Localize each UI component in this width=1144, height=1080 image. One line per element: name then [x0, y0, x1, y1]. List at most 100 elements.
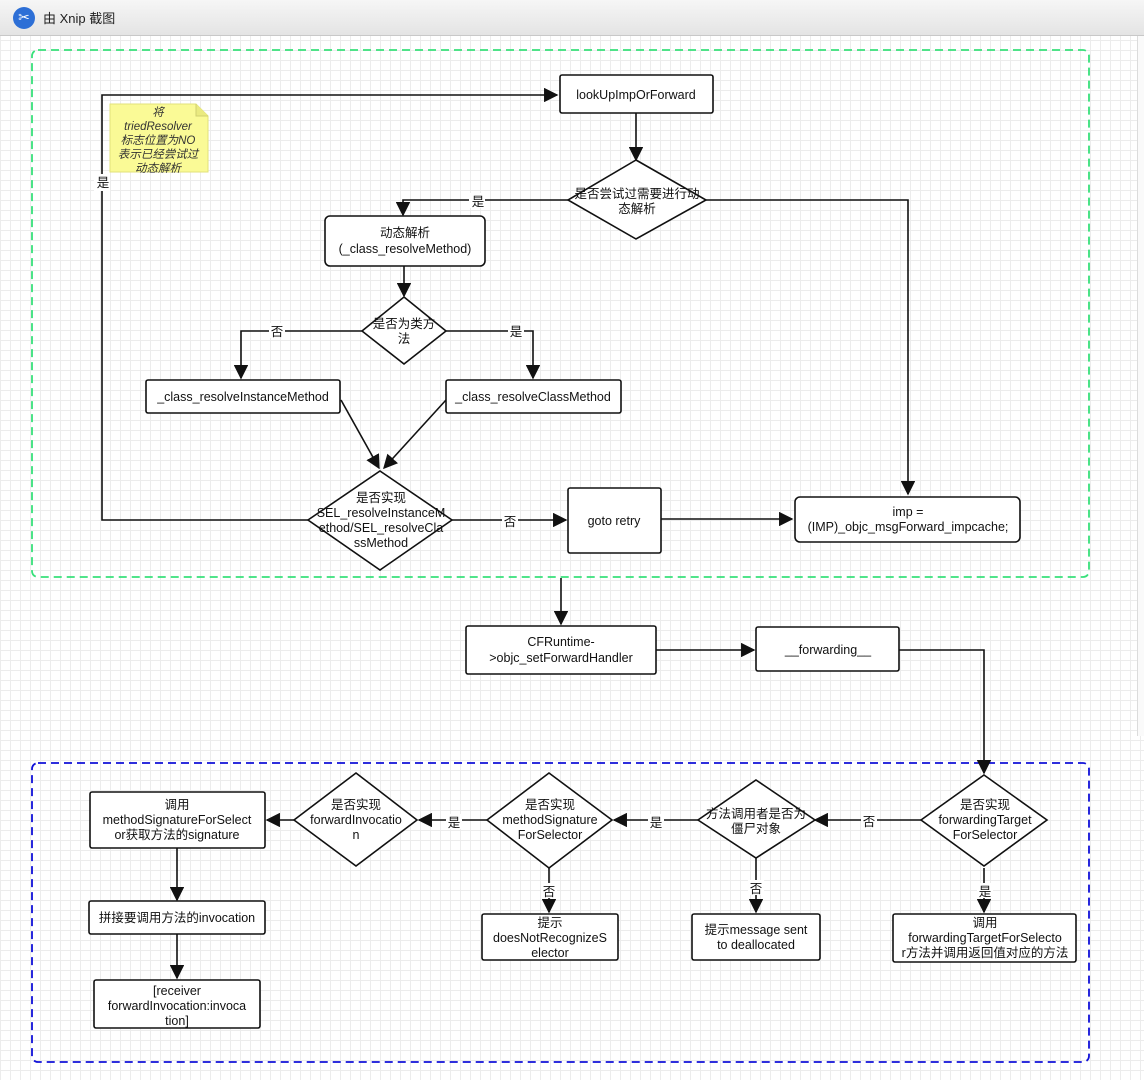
sticky-note: [109, 103, 209, 173]
edge-tried-resolve: [395, 199, 568, 217]
svg-text:提示: 提示: [537, 915, 562, 930]
resolve-instance-box: [145, 379, 341, 414]
tried-label: 是否尝试过需要进行动 态解析: [574, 186, 699, 216]
dynamic-resolution-group: [31, 49, 1090, 578]
svg-text:elector: elector: [531, 946, 569, 960]
svg-text:[receiver: [receiver: [153, 984, 201, 998]
goto-retry-box: [567, 487, 662, 554]
svg-text:methodSignatureForSelect: methodSignatureForSelect: [103, 813, 252, 827]
label-methodsig-yes: 是: [448, 816, 461, 830]
label-tried-yes: 是: [472, 195, 485, 209]
call-signature-label: 调用 methodSignatureForSelect or获取方法的signa…: [103, 798, 252, 842]
svg-text:forwardingTargetForSelecto: forwardingTargetForSelecto: [908, 931, 1062, 945]
tried-decision: [566, 159, 708, 240]
svg-text:>objc_setForwardHandler: >objc_setForwardHandler: [489, 651, 632, 665]
svg-text:lookUpImpOrForward: lookUpImpOrForward: [576, 88, 696, 102]
edge-tried-imp: [706, 199, 916, 496]
concat-invocation-box: [88, 900, 266, 935]
svg-text:ForSelector: ForSelector: [953, 828, 1018, 842]
label-fwdtarget-yes: 是: [979, 885, 992, 899]
forwarding-target-label: 是否实现 forwardingTarget ForSelector: [938, 797, 1032, 842]
svg-text:r方法并调用返回值对应的方法: r方法并调用返回值对应的方法: [902, 945, 1069, 960]
side-scrollbar[interactable]: [1137, 36, 1144, 736]
svg-text:调用: 调用: [972, 916, 997, 930]
note-text: 将 triedResolver 标志位置为NO 表示已经尝试过 动态解析: [118, 106, 200, 175]
svg-text:动态解析: 动态解析: [380, 226, 430, 240]
scissors-icon[interactable]: ✂: [13, 6, 35, 29]
svg-text:forwardInvocatio: forwardInvocatio: [310, 813, 402, 827]
label-methodsig-no: 否: [543, 885, 556, 899]
svg-text:是否实现: 是否实现: [331, 797, 381, 812]
svg-text:CFRuntime-: CFRuntime-: [527, 635, 594, 649]
window-title: 由 Xnip 截图: [43, 11, 116, 26]
call-signature-box: [89, 791, 266, 849]
zombie-label: 方法调用者是否为 僵尸对象: [706, 806, 806, 836]
forward-invocation-label: 是否实现 forwardInvocatio n: [310, 797, 402, 842]
svg-text:是否尝试过需要进行动: 是否尝试过需要进行动: [574, 186, 699, 201]
svg-text:是否实现: 是否实现: [525, 797, 575, 812]
svg-text:n: n: [353, 828, 360, 842]
edge-class-impl: [383, 399, 447, 470]
not-recognize-box: [481, 913, 619, 961]
lookup-label: lookUpImpOrForward: [576, 88, 696, 102]
method-signature-label: 是否实现 methodSignature ForSelector: [502, 797, 597, 842]
svg-text:拼接要调用方法的invocation: 拼接要调用方法的invocation: [99, 910, 255, 925]
svg-text:_class_resolveClassMethod: _class_resolveClassMethod: [454, 390, 611, 404]
label-impl-no: 否: [504, 515, 517, 529]
svg-text:(IMP)_objc_msgForward_impcache: (IMP)_objc_msgForward_impcache;: [808, 520, 1009, 534]
svg-text:将: 将: [152, 106, 165, 119]
svg-text:僵尸对象: 僵尸对象: [731, 822, 781, 836]
goto-retry-label: goto retry: [588, 514, 642, 528]
edge-isclass-inst: [233, 330, 362, 380]
svg-text:tion]: tion]: [165, 1014, 189, 1028]
svg-text:or获取方法的signature: or获取方法的signature: [114, 827, 239, 842]
deallocated-label: 提示message sent to deallocated: [705, 922, 808, 952]
forwarding-label: __forwarding__: [784, 643, 872, 657]
forwarding-target-decision: [919, 774, 1049, 867]
forwarding-box: [755, 626, 900, 672]
receiver-invocation-label: [receiver forwardInvocation:invoca tion]: [108, 984, 246, 1028]
concat-invocation-label: 拼接要调用方法的invocation: [99, 910, 255, 925]
not-recognize-label: 提示 doesNotRecognizeS elector: [493, 915, 607, 960]
svg-text:doesNotRecognizeS: doesNotRecognizeS: [493, 931, 607, 945]
edge-isclass-class: [446, 330, 541, 380]
imp-box: [794, 496, 1021, 543]
imp-label: imp = (IMP)_objc_msgForward_impcache;: [808, 505, 1009, 534]
svg-text:imp =: imp =: [893, 505, 924, 519]
svg-text:方法调用者是否为: 方法调用者是否为: [706, 806, 806, 821]
svg-text:__forwarding__: __forwarding__: [784, 643, 872, 657]
is-class-label: 是否为类方 法: [373, 316, 436, 346]
svg-text:是否为类方: 是否为类方: [373, 316, 436, 331]
svg-text:表示已经尝试过: 表示已经尝试过: [118, 148, 200, 161]
label-loop-yes: 是: [97, 176, 110, 190]
resolve-method-label: 动态解析 (_class_resolveMethod): [339, 226, 472, 256]
forward-invocation-decision: [292, 771, 419, 867]
cfruntime-label: CFRuntime- >objc_setForwardHandler: [489, 635, 632, 665]
message-forwarding-group: [31, 762, 1090, 1063]
svg-text:ssMethod: ssMethod: [354, 536, 408, 550]
edge-retry-loop: [101, 87, 559, 521]
svg-text:标志位置为NO: 标志位置为NO: [121, 134, 196, 147]
svg-text:_class_resolveInstanceMethod: _class_resolveInstanceMethod: [156, 390, 329, 404]
method-signature-decision: [485, 771, 614, 870]
resolve-method-box: [324, 215, 486, 267]
edge-forwarding-fwdtarget: [899, 649, 992, 775]
zombie-decision: [696, 779, 817, 859]
is-class-decision: [360, 295, 448, 366]
svg-text:forwardingTarget: forwardingTarget: [938, 813, 1032, 827]
implemented-label: 是否实现 SEL_resolveInstanceM ethod/SEL_reso…: [317, 490, 446, 550]
label-fwdtarget-no: 否: [863, 815, 876, 829]
label-isclass-no: 否: [271, 325, 284, 339]
lookup-box: [559, 74, 714, 114]
svg-text:ethod/SEL_resolveCla: ethod/SEL_resolveCla: [319, 521, 443, 535]
svg-text:to deallocated: to deallocated: [717, 938, 795, 952]
implemented-decision: [306, 470, 454, 571]
title-bar: ✂ 由 Xnip 截图: [0, 0, 1144, 36]
resolve-instance-label: _class_resolveInstanceMethod: [156, 390, 329, 404]
label-zombie-no: 否: [750, 882, 763, 896]
svg-text:提示message sent: 提示message sent: [705, 922, 808, 937]
label-isclass-yes: 是: [510, 325, 523, 339]
svg-text:triedResolver: triedResolver: [124, 121, 193, 133]
svg-text:SEL_resolveInstanceM: SEL_resolveInstanceM: [317, 506, 446, 520]
